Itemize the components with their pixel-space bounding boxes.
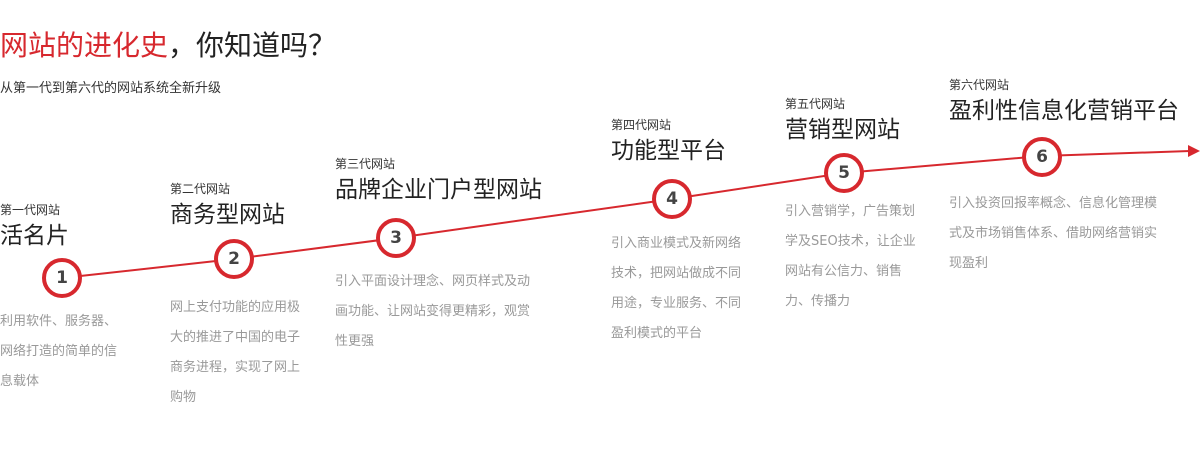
gen-3-name: 品牌企业门户型网站 <box>335 177 542 203</box>
timeline-arrow-icon <box>1188 145 1200 157</box>
gen-3-description: 引入平面设计理念、网页样式及动画功能、让网站变得更精彩，观赏性更强 <box>335 274 531 349</box>
gen-2-name: 商务型网站 <box>170 202 285 228</box>
gen-4-node: 4 <box>652 179 692 219</box>
gen-6-node: 6 <box>1022 137 1062 177</box>
gen-5-name: 营销型网站 <box>785 117 900 143</box>
title-highlight: 网站的进化史 <box>0 29 169 62</box>
gen-2-node: 2 <box>214 239 254 279</box>
gen-1-name: 活名片 <box>0 223 69 249</box>
gen-6-label: 第六代网站 <box>949 78 1010 92</box>
gen-5-description: 引入营销学，广告策划学及SEO技术，让企业网站有公信力、销售力、传播力 <box>785 204 916 309</box>
gen-4-name: 功能型平台 <box>611 138 726 164</box>
gen-3-node: 3 <box>376 218 416 258</box>
gen-6-name: 盈利性信息化营销平台 <box>949 98 1179 124</box>
title-rest: ，你知道吗？ <box>168 29 337 62</box>
gen-2-description: 网上支付功能的应用极大的推进了中国的电子商务进程，实现了网上购物 <box>170 300 301 405</box>
gen-5-label: 第五代网站 <box>785 97 846 111</box>
gen-2-label: 第二代网站 <box>170 182 231 196</box>
page-subtitle: 从第一代到第六代的网站系统全新升级 <box>0 81 222 96</box>
gen-1-node: 1 <box>42 258 82 298</box>
gen-1-description: 利用软件、服务器、网络打造的简单的信息载体 <box>0 314 118 389</box>
gen-4-label: 第四代网站 <box>611 118 672 132</box>
gen-5-node: 5 <box>824 153 864 193</box>
gen-3-label: 第三代网站 <box>335 157 396 171</box>
gen-1-label: 第一代网站 <box>0 203 61 217</box>
page-title: 网站的进化史，你知道吗？ <box>0 28 336 64</box>
gen-6-description: 引入投资回报率概念、信息化管理模式及市场销售体系、借助网络营销实现盈利 <box>949 196 1158 271</box>
gen-4-description: 引入商业模式及新网络技术，把网站做成不同用途，专业服务、不同盈利模式的平台 <box>611 236 742 341</box>
